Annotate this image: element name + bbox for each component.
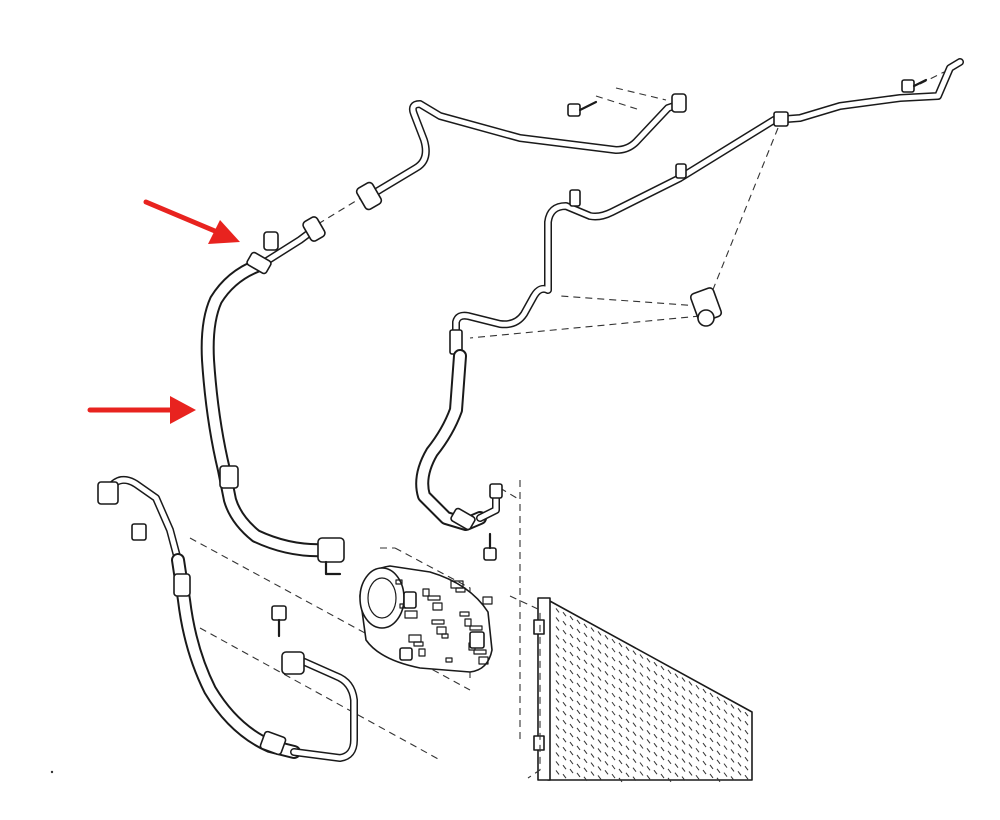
hose-fitting xyxy=(489,483,503,499)
right-hose xyxy=(415,349,503,531)
pointer-arrow-upper xyxy=(143,199,240,244)
pipe-joint xyxy=(773,111,789,127)
sensor-connector xyxy=(131,523,147,541)
pipe-bracket xyxy=(675,163,687,179)
bolt-lower xyxy=(271,605,287,638)
hose-end-left xyxy=(97,481,119,505)
bolt-right xyxy=(483,532,497,561)
compressor-detail xyxy=(395,579,493,665)
condenser-port-lower xyxy=(533,735,545,751)
hose-compressor-block xyxy=(317,537,345,563)
hose-crimp-bottom xyxy=(259,730,287,756)
hose-crimp-top xyxy=(246,251,272,275)
service-port xyxy=(569,189,581,207)
pipe-fitting-top xyxy=(671,93,687,113)
right-pipe xyxy=(449,58,964,355)
hose-block-fitting xyxy=(281,651,305,675)
pointer-arrow-middle xyxy=(87,396,196,424)
hose-crimp-left xyxy=(173,573,191,597)
condenser xyxy=(533,597,753,783)
condenser-side-tank xyxy=(537,597,551,781)
hose-end-fitting xyxy=(263,231,279,251)
condenser-port-upper xyxy=(533,619,545,635)
lower-hose xyxy=(97,475,358,762)
hose-crimp xyxy=(450,507,476,531)
main-hose xyxy=(200,216,345,576)
compressor xyxy=(359,565,493,673)
pipe-clamp-upper xyxy=(355,181,383,211)
bolt-top xyxy=(567,100,598,117)
bolt-top-right xyxy=(901,78,928,93)
corner-dot xyxy=(50,770,54,774)
upper-pipe xyxy=(355,93,687,211)
pressure-sensor xyxy=(689,287,723,327)
hose-end-nut xyxy=(302,216,326,242)
hose-crimp-middle xyxy=(219,465,239,489)
condenser-fins xyxy=(555,608,749,783)
